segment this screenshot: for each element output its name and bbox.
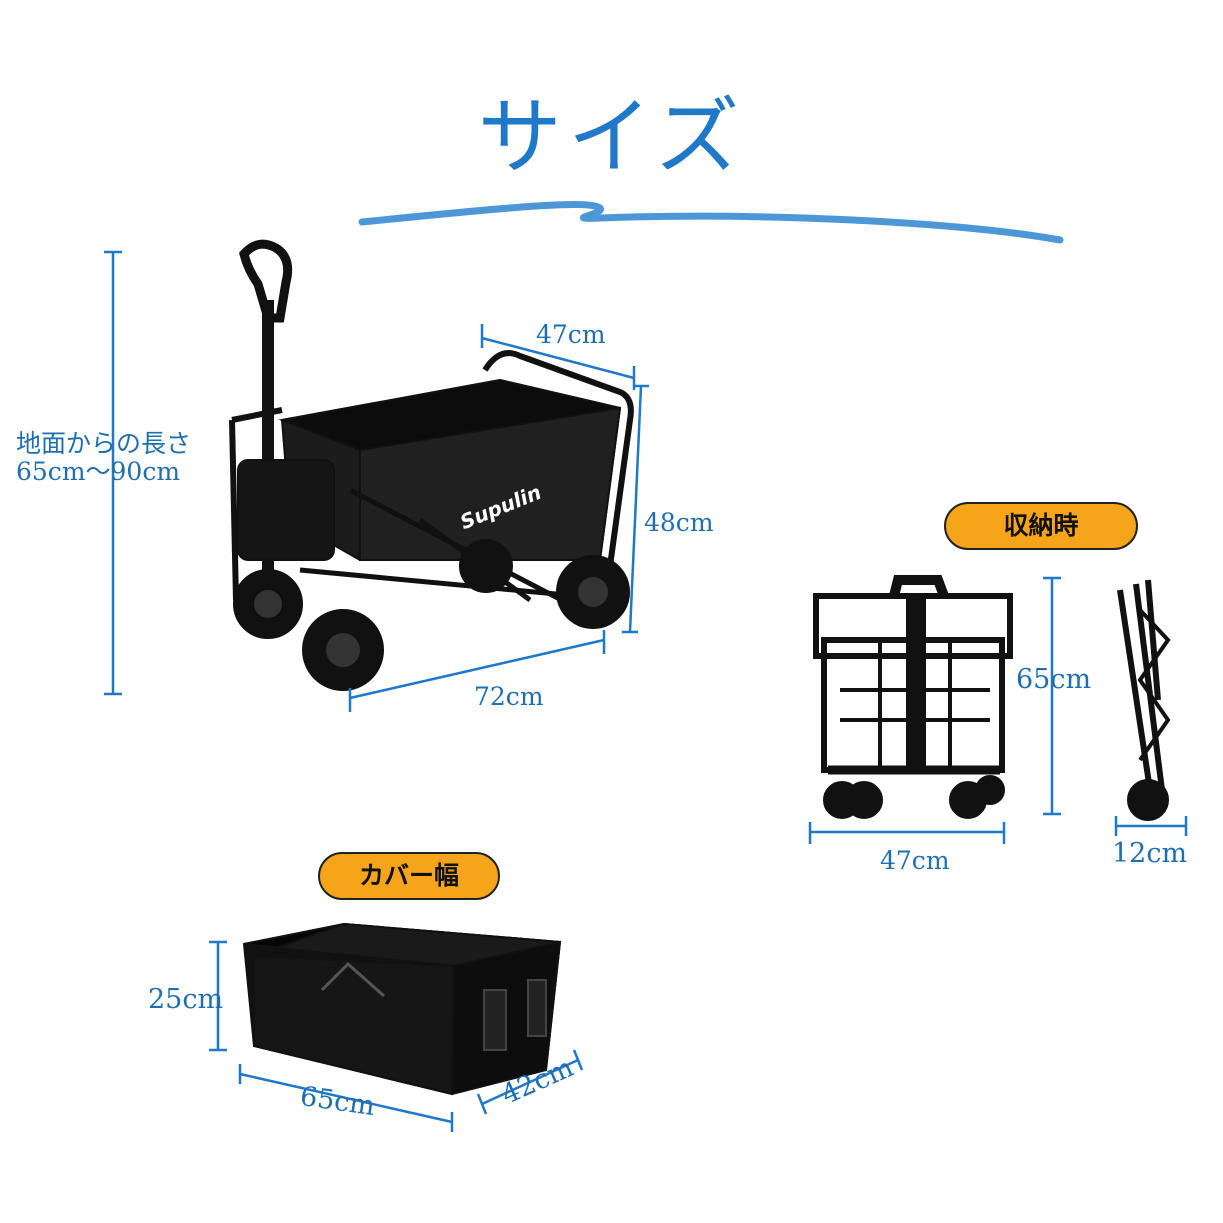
- cover-image: [242, 922, 562, 1096]
- cover-dimension-lines: [209, 940, 584, 1132]
- wagon-width-label: 47cm: [536, 320, 606, 349]
- height-dimension-line: [104, 250, 122, 696]
- folded-front-dimension-lines: [808, 576, 1061, 844]
- folded-height-label: 65cm: [1016, 664, 1092, 695]
- wagon-image: [229, 239, 634, 691]
- height-label: 地面からの長さ: [16, 429, 192, 458]
- brush-underline: [358, 200, 1064, 244]
- wagon-dimension-lines: [348, 324, 649, 712]
- storage-badge: 収納時: [944, 502, 1138, 550]
- wagon-length-label: 72cm: [474, 682, 544, 711]
- folded-wagon-front-image: [813, 575, 1013, 819]
- folded-width-label: 47cm: [880, 846, 950, 875]
- folded-depth-label: 12cm: [1112, 838, 1188, 869]
- page-title: サイズ: [477, 88, 746, 186]
- folded-side-dimension-lines: [1114, 816, 1188, 836]
- folded-wagon-side-image: [1117, 579, 1171, 821]
- wagon-height-label: 48cm: [644, 508, 714, 537]
- cover-badge: カバー幅: [318, 852, 500, 900]
- height-value: 65cm〜90cm: [16, 457, 181, 486]
- cover-height-label: 25cm: [148, 984, 224, 1015]
